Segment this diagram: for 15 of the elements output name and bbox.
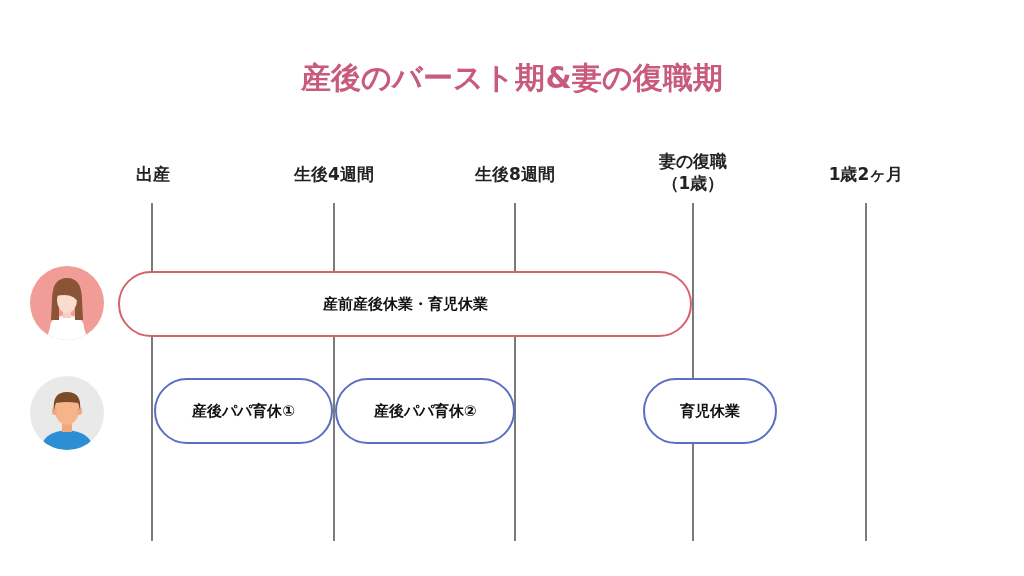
period-label: 産後パパ育休①: [192, 401, 295, 421]
period-label: 産前産後休業・育児休業: [322, 294, 488, 314]
timeline-label: 生後4週間: [293, 163, 375, 186]
timeline-label: 1歳2ヶ月: [827, 163, 905, 186]
diagram-title: 産後のバースト期&妻の復職期: [300, 59, 724, 97]
man-avatar-icon: [30, 376, 104, 450]
period-bar: [118, 271, 692, 337]
period-bar: [335, 378, 515, 444]
woman-avatar-icon: [30, 266, 104, 340]
timeline-label: 妻の復職（1歳）: [658, 150, 728, 195]
period-label: 育児休業: [680, 401, 740, 421]
period-bar: [154, 378, 333, 444]
timeline-label: 出産: [135, 163, 171, 186]
timeline-label: 生後8週間: [474, 163, 556, 186]
period-label: 産後パパ育休②: [373, 401, 477, 421]
